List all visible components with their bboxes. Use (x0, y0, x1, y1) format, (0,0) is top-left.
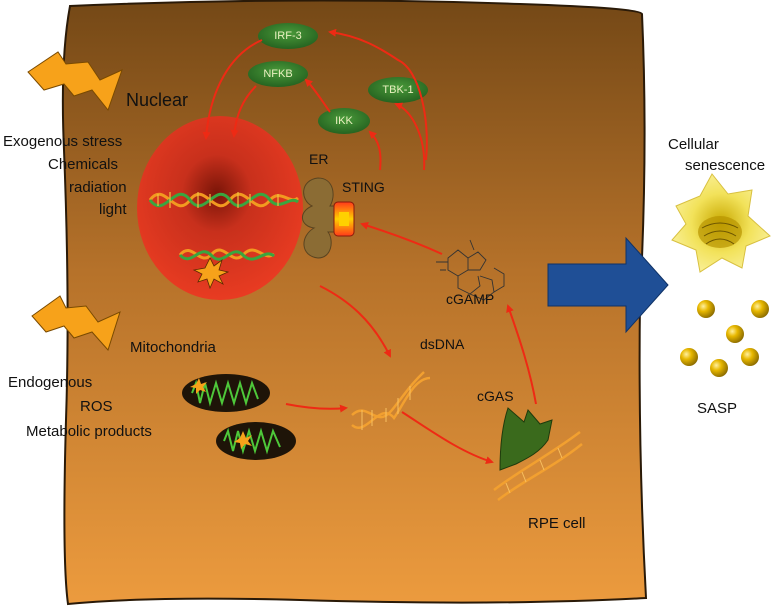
sasp-particle (710, 359, 728, 377)
dna-damage-burst-icon (192, 257, 230, 290)
arrow-cgas-to-cgamp (506, 304, 537, 405)
nuclear-dna-upper (148, 192, 299, 208)
arrow-nfkb-to-nucleus (230, 85, 257, 138)
arrow-cgamp-to-sting (360, 221, 443, 255)
cgamp-molecule-icon (436, 239, 505, 301)
ros-label: ROS (80, 398, 113, 415)
irf3-node (258, 23, 318, 49)
nfkb-label: NFKB (263, 68, 293, 80)
ikk-node (318, 108, 370, 134)
arrow-dsdna-to-cgas (401, 411, 494, 465)
nuclear-label: Nuclear (126, 90, 189, 110)
arrow-ikk-to-nfkb (304, 78, 331, 113)
mitochondria-label: Mitochondria (130, 339, 216, 356)
tbk1-node (368, 77, 428, 103)
chemicals-label: Chemicals (48, 156, 119, 173)
endogenous-label: Endogenous (8, 374, 93, 391)
irf3-label: IRF-3 (274, 30, 302, 42)
lightning-endogenous-icon (31, 295, 121, 351)
nfkb-node (248, 61, 308, 87)
radiation-label: radiation (69, 179, 127, 196)
mitochondrion-lower (216, 422, 296, 460)
sasp-label: SASP (697, 400, 738, 417)
mitochondrion-upper (182, 374, 270, 412)
exogenous-stress-label: Exogenous stress (3, 133, 123, 150)
light-label: light (99, 201, 127, 218)
arrow-mito-to-dsdna (285, 403, 348, 413)
sasp-particle (697, 300, 715, 318)
tbk1-label: TBK-1 (382, 84, 414, 96)
senescence-big-arrow (547, 236, 669, 334)
arrow-tbk1-to-irf3 (328, 28, 428, 161)
arrow-nucleus-to-dsdna (319, 285, 391, 358)
metabolic-products-label: Metabolic products (26, 423, 152, 440)
rpe-cell-label: RPE cell (528, 515, 586, 532)
dsdna-label: dsDNA (420, 336, 465, 352)
nuclear-dna-damaged (178, 248, 275, 290)
sasp-particle (726, 325, 744, 343)
sasp-particle (741, 348, 759, 366)
sting-icon (333, 201, 355, 237)
sasp-particle (751, 300, 769, 318)
sasp-particle (680, 348, 698, 366)
senescence-label: senescence (685, 157, 766, 174)
arrow-irf3-to-nucleus (202, 39, 263, 140)
cgas-label: cGAS (477, 388, 514, 404)
cgas-icon (493, 407, 583, 501)
er-label: ER (309, 151, 329, 167)
senescent-cell-icon (671, 173, 771, 273)
cellular-label: Cellular (668, 136, 719, 153)
sting-label: STING (342, 179, 385, 195)
ikk-label: IKK (335, 115, 353, 127)
mito-damage-icon-2 (234, 431, 252, 449)
mito-damage-icon (190, 378, 207, 394)
arrow-sting-to-tbk1 (394, 102, 426, 171)
sasp-particles (680, 300, 769, 377)
lightning-exogenous-icon (27, 51, 123, 112)
cgamp-label: cGAMP (446, 291, 495, 307)
cytosolic-dsdna (351, 371, 431, 430)
arrow-sting-to-ikk (368, 130, 382, 171)
